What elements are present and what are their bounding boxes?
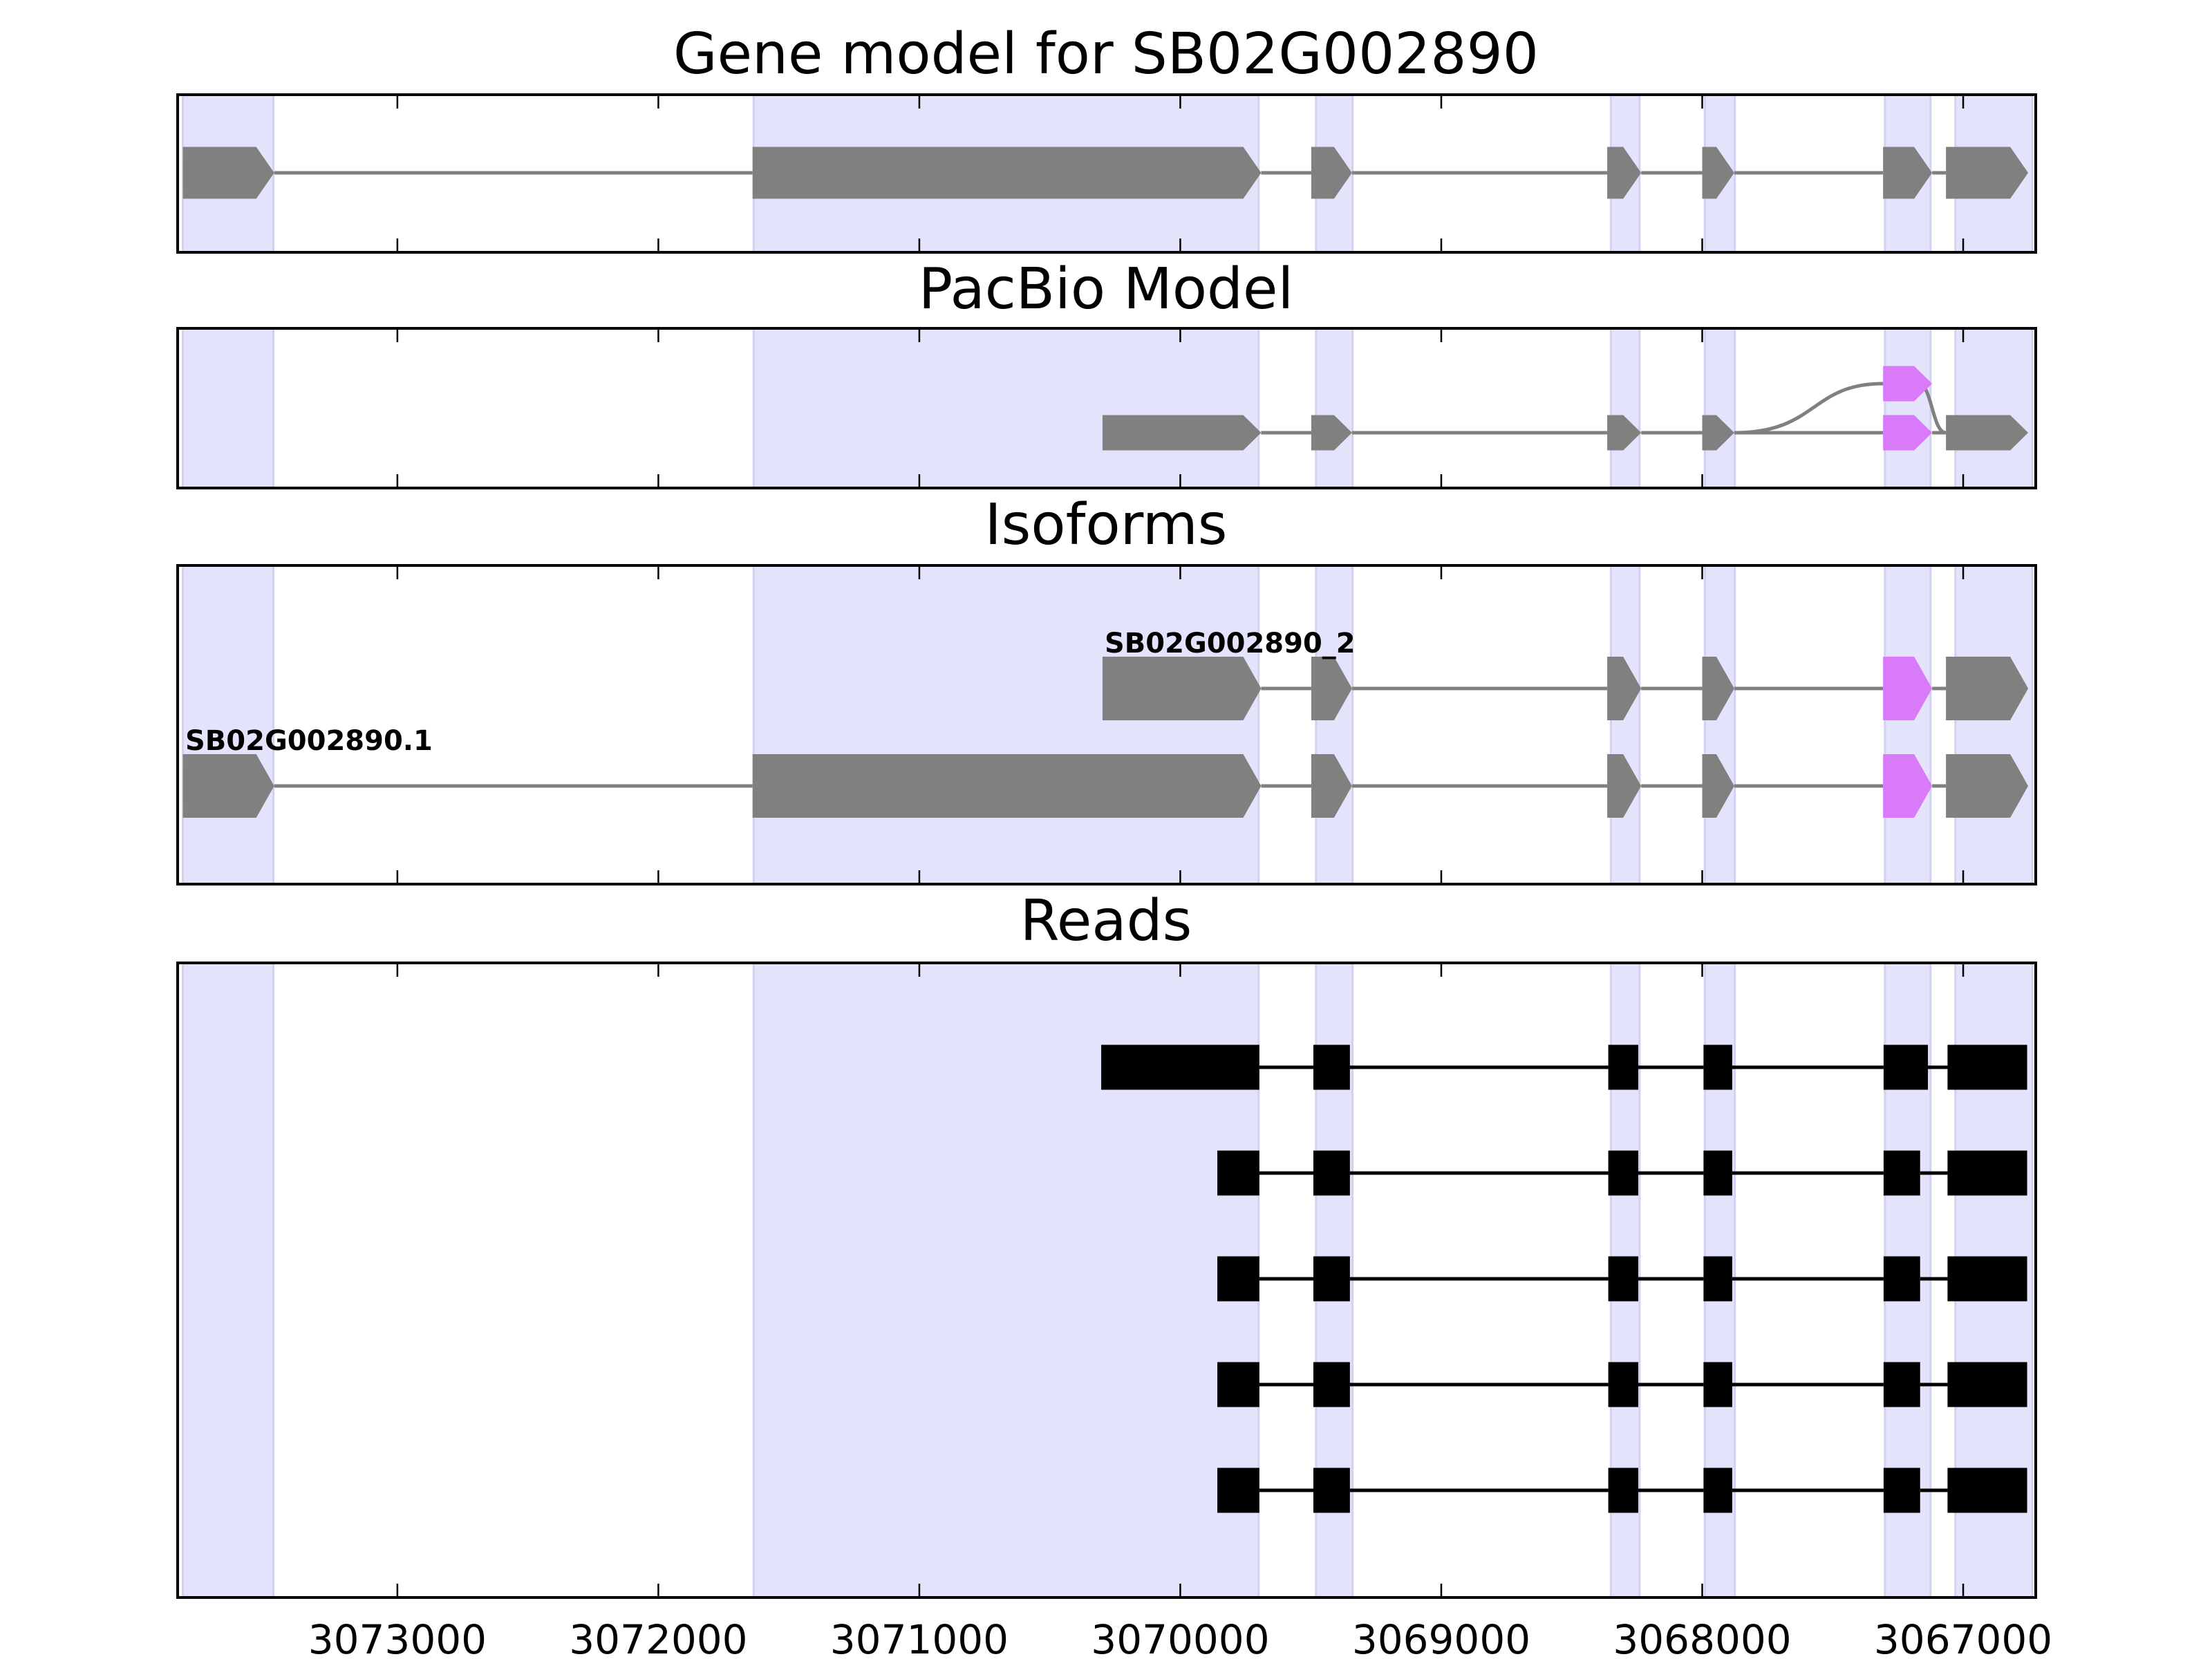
shaded-exon-region <box>752 327 1260 489</box>
shaded-exon-region <box>182 962 275 1599</box>
exon <box>1311 657 1352 720</box>
exon <box>1883 147 1933 199</box>
exon <box>1946 147 2029 199</box>
read-block <box>1608 1150 1639 1196</box>
panel-3 <box>176 564 2037 885</box>
read-block <box>1947 1044 2027 1090</box>
read-block <box>1608 1044 1639 1090</box>
exon <box>1311 754 1352 818</box>
read-block <box>1217 1150 1259 1196</box>
read-block <box>1217 1256 1259 1302</box>
exon <box>1102 415 1262 451</box>
read-block <box>1313 1362 1350 1407</box>
panel-title-isoforms: Isoforms <box>985 492 1228 558</box>
panel-4 <box>176 962 2037 1599</box>
shaded-exon-region <box>1609 564 1641 885</box>
splice-branch-curve <box>1734 382 1884 435</box>
read-block <box>1947 1150 2027 1196</box>
read-block <box>1608 1468 1639 1513</box>
isoform-label-2: SB02G002890_2 <box>1105 628 1356 659</box>
shaded-exon-region <box>1884 564 1932 885</box>
axes-frame <box>176 327 2037 489</box>
shaded-exon-region <box>1954 564 2034 885</box>
exon <box>1311 147 1352 199</box>
x-tick-label: 3069000 <box>1352 1616 1530 1659</box>
panel-2 <box>176 327 2037 489</box>
shaded-exon-region <box>1954 327 2034 489</box>
x-tick-label: 3068000 <box>1613 1616 1791 1659</box>
exon <box>1311 415 1352 451</box>
read-block <box>1608 1362 1639 1407</box>
shaded-exon-region <box>1315 564 1354 885</box>
read-block <box>1883 1044 1929 1090</box>
read-block <box>1101 1044 1259 1090</box>
axes-frame <box>176 93 2037 254</box>
panel-title-pacbio: PacBio Model <box>919 256 1294 322</box>
read-block <box>1703 1362 1732 1407</box>
shaded-exon-region <box>182 564 275 885</box>
panel-title-reads: Reads <box>1020 888 1192 954</box>
shaded-exon-region <box>752 564 1260 885</box>
exon <box>1946 415 2029 451</box>
axes-frame <box>176 962 2037 1599</box>
exon <box>182 147 274 199</box>
read-block <box>1703 1044 1732 1090</box>
read-block <box>1883 1468 1920 1513</box>
exon <box>1607 657 1642 720</box>
read-block <box>1947 1362 2027 1407</box>
exon <box>1946 657 2029 720</box>
x-tick-label: 3072000 <box>569 1616 747 1659</box>
exon <box>1946 754 2029 818</box>
isoform-label-1: SB02G002890.1 <box>185 725 433 757</box>
read-block <box>1883 1150 1920 1196</box>
shaded-exon-region <box>1703 564 1736 885</box>
alternative-exon <box>1883 754 1933 818</box>
read-block <box>1703 1256 1732 1302</box>
read-block <box>1947 1256 2027 1302</box>
shaded-exon-region <box>1703 327 1736 489</box>
shaded-exon-region <box>1884 327 1932 489</box>
shaded-exon-region <box>182 327 275 489</box>
alternative-exon <box>1883 657 1933 720</box>
exon <box>1702 415 1734 451</box>
panel-title-gene-model: Gene model for SB02G002890 <box>673 21 1539 87</box>
x-tick-label: 3073000 <box>308 1616 487 1659</box>
shaded-exon-region <box>1609 327 1641 489</box>
exon <box>1702 754 1734 818</box>
exon <box>1702 657 1734 720</box>
alternative-exon <box>1883 415 1933 451</box>
exon <box>182 754 274 818</box>
read-block <box>1217 1468 1259 1513</box>
x-tick-label: 3071000 <box>830 1616 1009 1659</box>
read-block <box>1313 1150 1350 1196</box>
exon <box>1607 415 1642 451</box>
exon <box>1102 657 1262 720</box>
alternative-exon <box>1883 366 1933 402</box>
axes-frame <box>176 564 2037 885</box>
read-block <box>1313 1468 1350 1513</box>
read-block <box>1703 1150 1732 1196</box>
shaded-exon-region <box>1315 327 1354 489</box>
read-block <box>1883 1256 1920 1302</box>
exon <box>1702 147 1734 199</box>
read-block <box>1313 1044 1350 1090</box>
read-block <box>1883 1362 1920 1407</box>
read-block <box>1313 1256 1350 1302</box>
exon <box>752 147 1262 199</box>
read-block <box>1608 1256 1639 1302</box>
exon <box>1607 754 1642 818</box>
exon <box>752 754 1262 818</box>
x-tick-label: 3067000 <box>1874 1616 2052 1659</box>
read-block <box>1947 1468 2027 1513</box>
read-block <box>1217 1362 1259 1407</box>
panel-1 <box>176 93 2037 254</box>
exon <box>1607 147 1642 199</box>
read-block <box>1703 1468 1732 1513</box>
x-tick-label: 3070000 <box>1091 1616 1269 1659</box>
